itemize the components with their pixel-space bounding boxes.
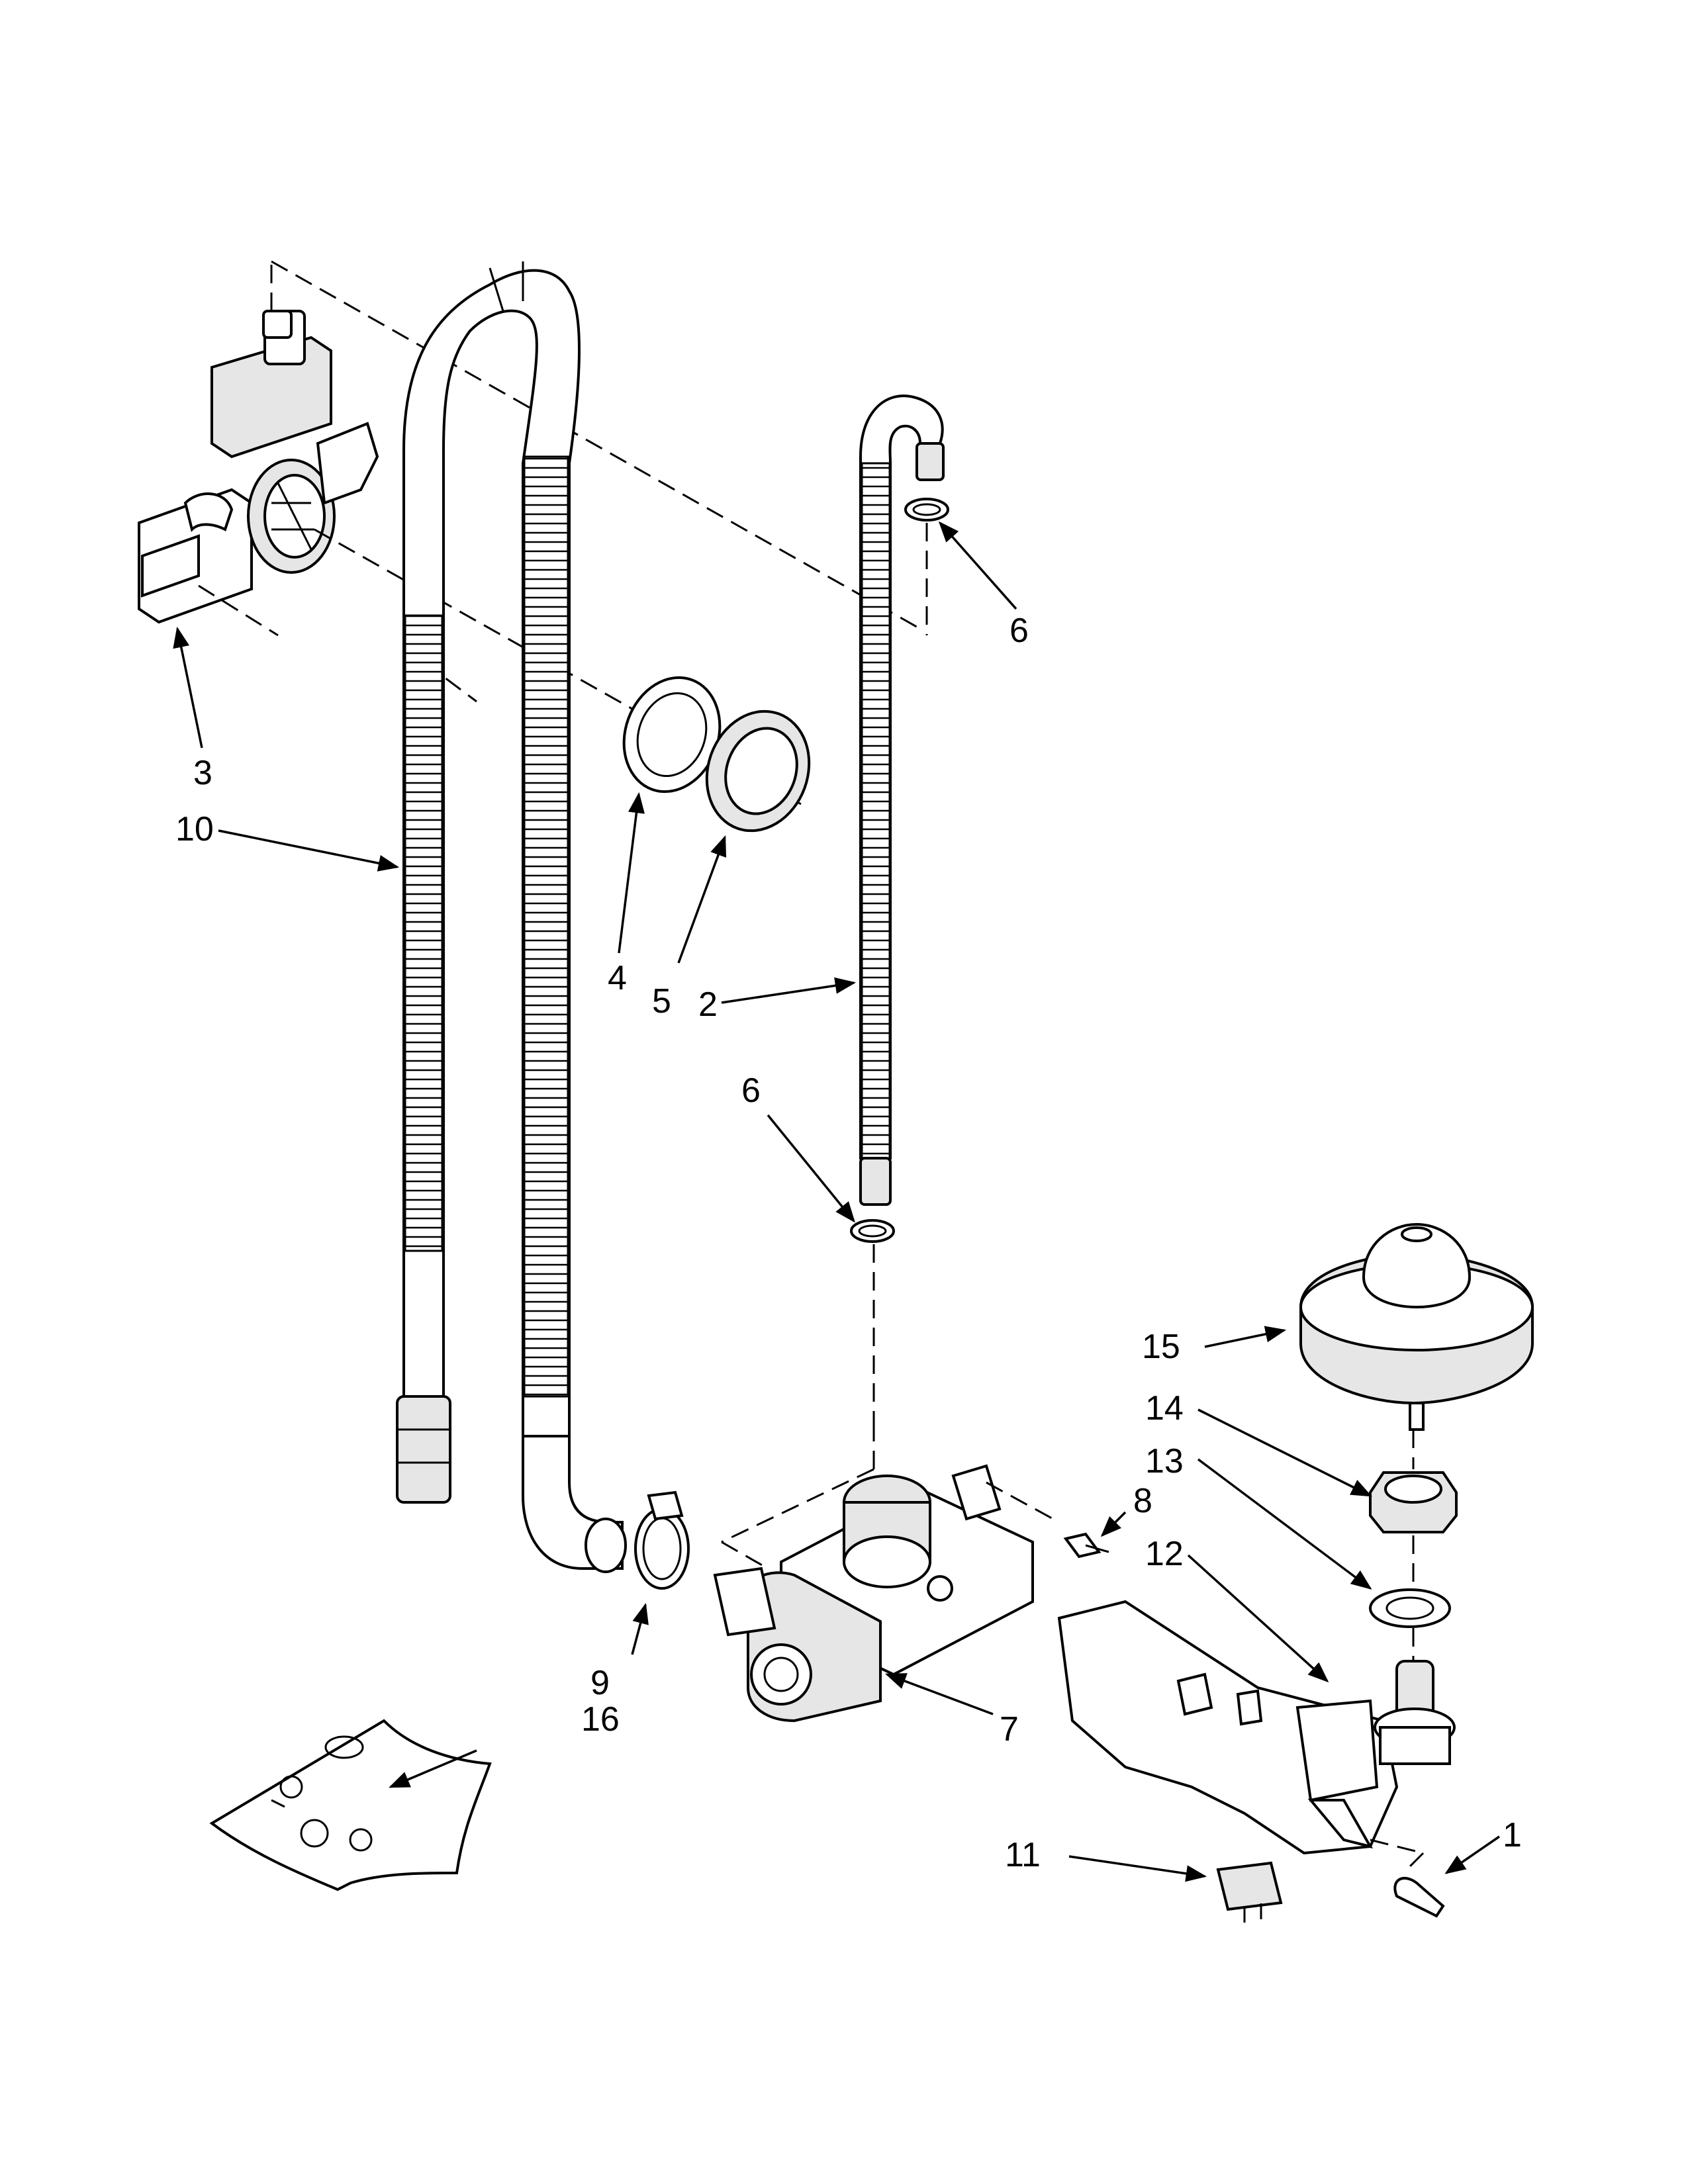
drain-hose-part — [396, 261, 627, 1573]
callout-6-bottom: 6 — [741, 1071, 761, 1110]
callout-15: 15 — [1142, 1328, 1180, 1366]
float-seal-part — [1369, 1588, 1451, 1628]
callout-14: 14 — [1145, 1389, 1184, 1428]
leader-lines — [173, 521, 1500, 1882]
callout-11: 11 — [1005, 1836, 1041, 1874]
callout-labels: 1 2 3 4 5 6 6 7 8 9 10 11 12 13 14 15 16 — [175, 612, 1522, 1874]
callout-13: 13 — [1145, 1442, 1184, 1480]
clamp-top-part — [904, 498, 949, 522]
float-part — [1299, 1222, 1534, 1431]
fill-hose-part — [859, 394, 945, 1206]
clip-part — [1393, 1876, 1445, 1918]
inlet-valve-part — [713, 1464, 1034, 1723]
callout-6-top: 6 — [1009, 612, 1029, 650]
micro-switch-part — [1216, 1861, 1283, 1923]
callout-5: 5 — [652, 982, 671, 1021]
callout-1: 1 — [1503, 1816, 1522, 1854]
float-switch-part — [1057, 1600, 1456, 1855]
callout-2: 2 — [698, 985, 718, 1024]
vent-bracket-part — [138, 310, 379, 624]
hose-clamp-part — [634, 1490, 690, 1590]
callout-9: 9 — [590, 1664, 610, 1702]
callout-10: 10 — [175, 810, 214, 848]
callout-12: 12 — [1145, 1535, 1184, 1573]
callout-3: 3 — [193, 754, 212, 792]
callout-4: 4 — [608, 959, 627, 997]
callout-8: 8 — [1133, 1482, 1152, 1520]
float-nut-part — [1369, 1471, 1458, 1533]
callout-7: 7 — [1000, 1710, 1019, 1749]
locknut-part — [705, 709, 811, 833]
hardware-bag-part — [209, 1719, 492, 1891]
screw-part — [1063, 1532, 1109, 1559]
gasket-part — [622, 676, 722, 794]
callout-16: 16 — [581, 1700, 620, 1739]
clamp-bottom-part — [850, 1219, 895, 1243]
